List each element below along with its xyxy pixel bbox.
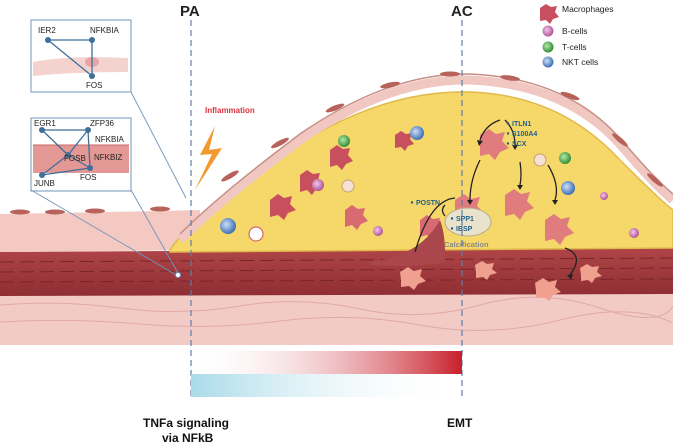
ac-header: AC [451, 3, 473, 20]
macrophage-icon [330, 145, 353, 170]
b-cell-icon [312, 179, 324, 191]
legend-b-cells: B-cells [562, 26, 588, 36]
b-cell-icon [373, 226, 383, 236]
tnfa-gradient-bar [191, 374, 462, 397]
t-cell-icon [542, 41, 554, 53]
endothelial-cells [10, 71, 663, 215]
legend-nkt-cells: NKT cells [562, 57, 598, 67]
gene-label: EGR1 [34, 119, 56, 128]
b-cell-icon [533, 153, 547, 167]
macrophage-icon [535, 278, 561, 301]
marker-label: SPP1 [456, 216, 474, 223]
tnfa-label-line2: via NFkB [162, 431, 214, 445]
gene-label: FOS [86, 81, 102, 90]
calcification-nodule [444, 207, 492, 237]
marker-bullets [410, 122, 510, 230]
nkt-cell-icon [410, 126, 424, 140]
adventitia-texture [0, 296, 673, 331]
macrophage-icon [580, 264, 602, 283]
macrophage-icon [480, 129, 509, 160]
emt-gradient-bar [191, 351, 462, 374]
b-cell-icon [341, 179, 355, 193]
plaque-cells [220, 126, 639, 245]
b-cell-icon [248, 226, 264, 242]
media-layer [0, 248, 673, 296]
media-texture [0, 257, 673, 283]
marker-label: POSTN [416, 200, 440, 207]
macrophage-icon [270, 194, 296, 220]
nkt-cell-icon [220, 218, 236, 234]
arrow-heads [467, 140, 573, 280]
macrophage-icon [345, 205, 368, 230]
migrating-cell [370, 220, 446, 266]
intima-lining [0, 210, 200, 252]
marker-label: IBSP [456, 226, 473, 233]
macrophage-icon [400, 267, 426, 290]
legend-icons [540, 4, 559, 68]
marker-label: S100A4 [512, 131, 537, 138]
macrophage-icon [420, 215, 443, 240]
gene-label: FOSB [64, 154, 86, 163]
inset-network-1 [30, 19, 132, 93]
gene-label: IER2 [38, 26, 56, 35]
marker-label: ITLN1 [512, 121, 532, 128]
plaque-fibrous-cap [176, 75, 673, 244]
differentiation-arrows [414, 119, 577, 276]
inset-network-2 [30, 117, 132, 192]
calcification-label: Calcification [444, 240, 489, 249]
macrophage-icon [505, 189, 534, 220]
tnfa-label-line1: TNFa signaling [143, 416, 229, 430]
emt-label: EMT [447, 416, 473, 430]
b-cell-icon [542, 25, 554, 37]
macrophage-icon [300, 170, 323, 195]
nkt-cell-icon [542, 56, 554, 68]
nkt-cell-icon [561, 181, 575, 195]
gene-label: NFKBIA [90, 26, 120, 35]
legend-t-cells: T-cells [562, 42, 587, 52]
gene-label: JUNB [34, 179, 55, 188]
inflammation-label: Inflammation [205, 106, 255, 115]
media-cells [400, 261, 602, 301]
marker-label: SCX [512, 141, 527, 148]
t-cell-icon [559, 152, 571, 164]
macrophage-icon [395, 131, 414, 151]
macrophage-icon [475, 261, 497, 280]
gene-label: NFKBIA [95, 135, 125, 144]
inset-connectors [30, 91, 187, 277]
legend-macrophages: Macrophages [562, 4, 614, 14]
t-cell-icon [338, 135, 350, 147]
macrophage-icon [540, 4, 559, 24]
adventitia-layer [0, 292, 673, 345]
b-cell-icon [629, 228, 639, 238]
gene-label: ZFP36 [90, 119, 115, 128]
inset-anchor [175, 272, 181, 278]
macrophage-icon [545, 214, 574, 245]
gene-label: NFKBIZ [94, 153, 123, 162]
b-cell-icon [600, 192, 608, 200]
lightning-bolt-icon [195, 126, 222, 190]
gene-label: FOS [80, 173, 96, 182]
pa-header: PA [180, 3, 200, 20]
